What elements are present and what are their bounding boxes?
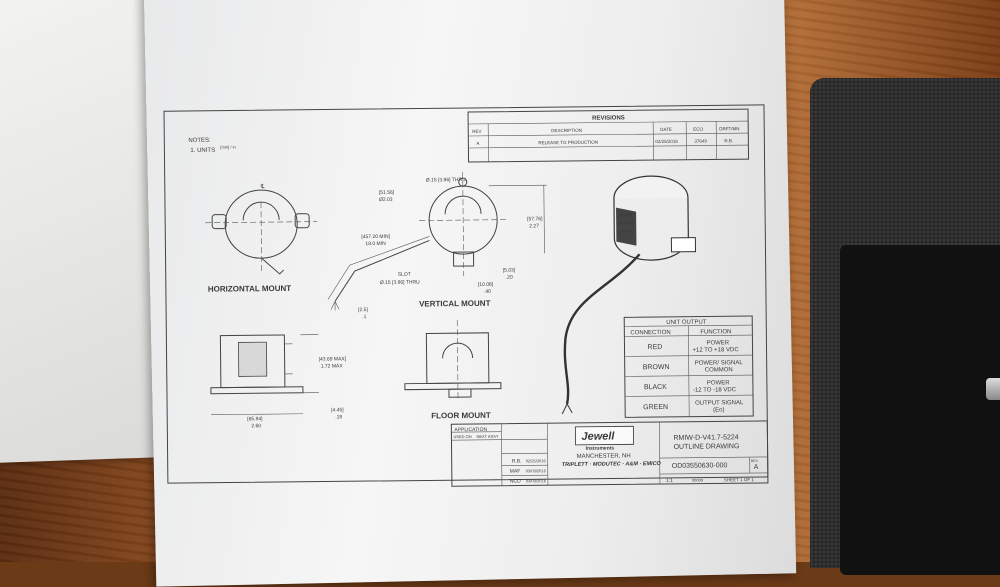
signature-3-date: 03/03/2016 — [526, 478, 547, 483]
connection-brown: BROWN — [643, 364, 670, 371]
device-label-top: Jewell — [618, 212, 632, 218]
height-mm: [57.76] — [527, 216, 543, 222]
revisions-eco: 37649 — [694, 139, 707, 144]
slot-dim: Ø.15 [3.86] THRU — [380, 280, 420, 286]
drawing-subtitle: OUTLINE DRAWING — [674, 443, 740, 451]
horizontal-mount-label: HORIZONTAL MOUNT — [208, 284, 291, 294]
notes-title: NOTES: — [188, 138, 211, 144]
width2-mm: [10.06] — [478, 282, 494, 288]
brands: TRIPLETT · MODUTEC · A&M · EMICO — [562, 461, 662, 468]
city: MANCHESTER, NH — [577, 453, 631, 460]
hole-dim: Ø.15 [3.86] THRU — [426, 177, 466, 183]
lead-length-in: 18.0 MIN — [365, 241, 386, 247]
function-brown-1: POWER/ SIGNAL — [695, 360, 744, 367]
slot-label: SLOT — [398, 272, 411, 278]
signature-3: NCD — [510, 478, 521, 484]
drawing-rev: A — [754, 464, 759, 471]
revisions-description: RELEASE TO PRODUCTION — [538, 140, 598, 146]
revisions-header-rev: REV — [472, 129, 481, 134]
vertical-mount-label: VERTICAL MOUNT — [419, 299, 491, 309]
diameter-mm: [51.56] — [379, 190, 395, 196]
logo-sub: Instruments — [586, 445, 615, 451]
revisions-drafter: R.B. — [724, 138, 733, 143]
max-height-mm: [43.69 MAX] — [319, 356, 347, 362]
logo-main: Jewell — [581, 430, 615, 442]
drawing-number: OD03550630-000 — [672, 462, 728, 470]
vertical-mount-view: Ø.15 [3.86] THRU [51.56] Ø2.03 [457.20 M… — [327, 171, 549, 320]
function-red-2: +12 TO +18 VDC — [693, 347, 740, 353]
signature-2-date: 03/03/2016 — [526, 468, 547, 473]
next-assy-label: NEXT ASSY — [476, 434, 499, 439]
function-green-2: (Eo) — [713, 407, 724, 413]
base-width-mm: [65.94] — [247, 416, 263, 422]
outline-drawing: NOTES: 1. UNITS [mm] / in REVISIONS REV … — [0, 0, 1000, 562]
connection-black: BLACK — [644, 384, 667, 391]
lead-length-mm: [457.20 MIN] — [361, 234, 390, 240]
device-label-bot: LSOC-1 — [618, 228, 633, 233]
notes-item: 1. UNITS — [190, 148, 215, 154]
isometric-device: Jewell SERIES LSOC-1 — [560, 176, 697, 414]
side-view: [43.69 MAX] 1.72 MAX [65.94] 2.60 [4.45]… — [210, 334, 347, 429]
device-label-mid: SERIES — [618, 220, 633, 225]
revisions-header-drft: DRFT/MN — [719, 126, 739, 131]
revisions-header-date: DATE — [660, 127, 672, 132]
signature-1: R.B. — [512, 458, 522, 464]
cl-marker: ℄ — [260, 184, 265, 190]
cage-code: 00000 — [692, 478, 704, 483]
strip-in: .1 — [362, 314, 366, 320]
strip-mm: [2.5] — [358, 307, 368, 313]
width1-mm: [5.03] — [503, 268, 516, 274]
drawing-title: RMIW-D-V41.7-5224 — [673, 434, 738, 442]
revisions-table: REVISIONS REV DESCRIPTION DATE ECO DRFT/… — [468, 109, 749, 162]
revisions-date: 02/25/2016 — [655, 139, 678, 144]
width1-in: .20 — [506, 275, 513, 281]
unit-output-table: UNIT OUTPUT CONNECTION FUNCTION RED POWE… — [624, 316, 753, 417]
signature-1-date: 02/25/2016 — [526, 458, 547, 463]
application-label: APPLICATION — [454, 427, 487, 433]
revisions-header-description: DESCRIPTION — [551, 128, 582, 133]
sheet-number: SHEET 1 OF 1 — [724, 477, 754, 482]
title-block: APPLICATION USED ON NEXT ASSY R.B. 02/25… — [451, 421, 768, 486]
function-green-1: OUTPUT SIGNAL — [695, 400, 744, 407]
revisions-header-eco: ECO — [693, 127, 703, 132]
height-in: 2.27 — [529, 223, 539, 229]
floor-mount-label: FLOOR MOUNT — [431, 411, 491, 421]
foot-mm: [4.45] — [331, 407, 344, 413]
function-red-1: POWER — [706, 340, 729, 346]
unit-output-title: UNIT OUTPUT — [666, 320, 707, 326]
unit-output-header-connection: CONNECTION — [630, 330, 670, 336]
floor-mount-view: FLOOR MOUNT — [404, 320, 501, 421]
revisions-rev: A — [476, 141, 479, 146]
horizontal-mount-view: ℄ HORIZONTAL MOUNT — [205, 184, 318, 294]
signature-2: MAF — [510, 468, 521, 474]
base-width-in: 2.60 — [251, 423, 261, 429]
function-brown-2: COMMON — [705, 367, 733, 373]
rev-label: REV — [751, 459, 759, 463]
diameter-in: Ø2.03 — [379, 197, 393, 203]
used-on-label: USED ON — [453, 434, 471, 439]
scale: 1:1 — [666, 478, 673, 484]
revisions-title: REVISIONS — [592, 115, 625, 121]
width2-in: .40 — [484, 289, 491, 295]
notes-units: [mm] / in — [220, 144, 235, 149]
connection-green: GREEN — [643, 404, 668, 411]
max-height-in: 1.72 MAX — [321, 363, 344, 369]
connection-red: RED — [647, 344, 662, 351]
function-black-1: POWER — [707, 380, 730, 386]
unit-output-header-function: FUNCTION — [700, 329, 731, 335]
function-black-2: -12 TO -18 VDC — [693, 387, 737, 393]
foot-in: .18 — [335, 414, 342, 420]
